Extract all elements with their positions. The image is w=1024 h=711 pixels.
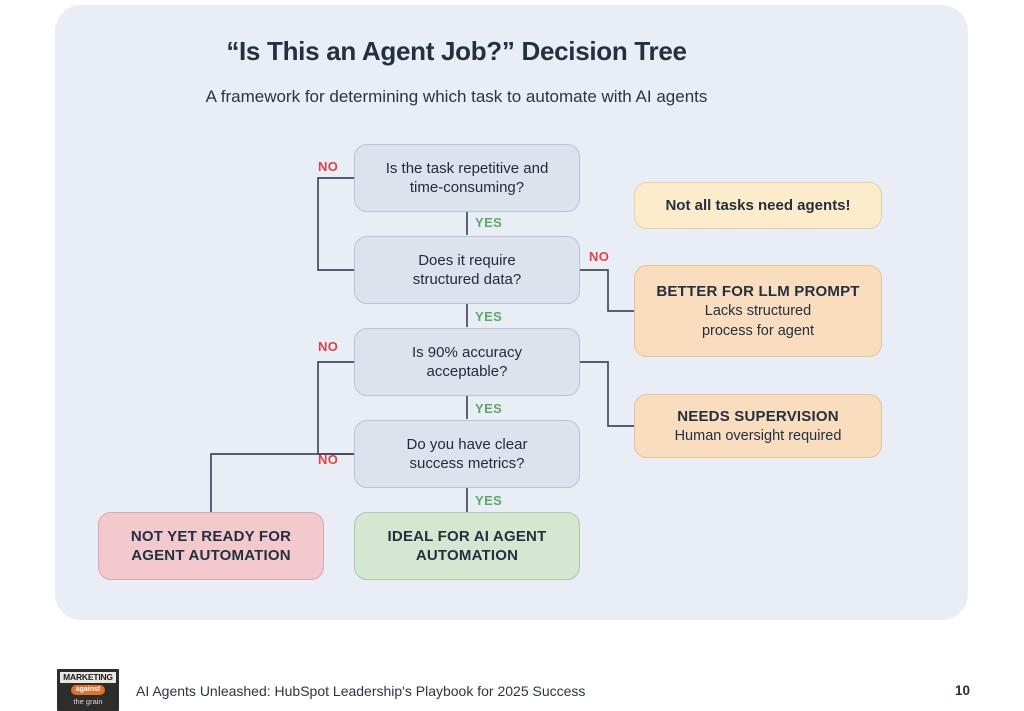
page-number: 10 bbox=[955, 683, 971, 698]
callout-not-all-tasks-label: Not all tasks need agents! bbox=[665, 196, 851, 214]
outcome-better-for-llm-prompt: BETTER FOR LLM PROMPT Lacks structured p… bbox=[634, 265, 882, 357]
page-title: “Is This an Agent Job?” Decision Tree bbox=[226, 36, 687, 66]
brand-logo: MARKETING against the grain bbox=[57, 669, 119, 711]
edge-label-yes-repetitive: YES bbox=[475, 215, 503, 230]
decision-node-success-metrics-line2: success metrics? bbox=[409, 455, 525, 472]
outcome-better-for-llm-prompt-sub1: Lacks structured bbox=[704, 303, 812, 320]
outcome-ideal-for-automation-line1: IDEAL FOR AI AGENT bbox=[387, 527, 547, 545]
outcome-needs-supervision-title: NEEDS SUPERVISION bbox=[677, 407, 839, 425]
outcome-needs-supervision-sub1: Human oversight required bbox=[674, 427, 842, 444]
edge-label-no-success-metrics: NO bbox=[318, 452, 339, 467]
decision-node-success-metrics[interactable]: Do you have clear success metrics? bbox=[354, 420, 580, 488]
outcome-not-yet-ready: NOT YET READY FOR AGENT AUTOMATION bbox=[98, 512, 324, 580]
outcome-better-for-llm-prompt-sub2: process for agent bbox=[701, 322, 815, 339]
decision-node-repetitive[interactable]: Is the task repetitive and time-consumin… bbox=[354, 144, 580, 212]
edge-label-no-accuracy: NO bbox=[318, 339, 339, 354]
edge-label-no-repetitive: NO bbox=[318, 159, 339, 174]
decision-node-repetitive-line2: time-consuming? bbox=[409, 179, 525, 196]
decision-node-structured-data-line1: Does it require bbox=[418, 251, 516, 269]
decision-node-structured-data-line2: structured data? bbox=[412, 271, 522, 288]
brand-logo-top-text: MARKETING bbox=[60, 672, 116, 683]
brand-logo-mid-text: against bbox=[71, 685, 105, 695]
decision-node-accuracy-line2: acceptable? bbox=[426, 363, 508, 380]
outcome-not-yet-ready-line1: NOT YET READY FOR bbox=[130, 527, 292, 545]
edge-label-yes-structured-data: YES bbox=[475, 309, 503, 324]
decision-node-accuracy[interactable]: Is 90% accuracy acceptable? bbox=[354, 328, 580, 396]
outcome-ideal-for-automation-line2: AUTOMATION bbox=[415, 547, 519, 564]
callout-not-all-tasks: Not all tasks need agents! bbox=[634, 182, 882, 229]
edge-label-yes-success-metrics: YES bbox=[475, 493, 503, 508]
edge-label-no-structured-data: NO bbox=[589, 249, 610, 264]
brand-logo-bottom-text: the grain bbox=[73, 697, 103, 706]
footer-deck-title: AI Agents Unleashed: HubSpot Leadership'… bbox=[136, 683, 586, 699]
decision-node-success-metrics-line1: Do you have clear bbox=[406, 435, 528, 453]
page-subtitle: A framework for determining which task t… bbox=[205, 87, 708, 106]
decision-node-repetitive-line1: Is the task repetitive and bbox=[385, 159, 549, 177]
decision-node-structured-data[interactable]: Does it require structured data? bbox=[354, 236, 580, 304]
outcome-not-yet-ready-line2: AGENT AUTOMATION bbox=[131, 547, 291, 564]
edge-label-yes-accuracy: YES bbox=[475, 401, 503, 416]
decision-node-accuracy-line1: Is 90% accuracy bbox=[411, 343, 523, 361]
outcome-better-for-llm-prompt-title: BETTER FOR LLM PROMPT bbox=[656, 282, 860, 300]
outcome-ideal-for-automation: IDEAL FOR AI AGENT AUTOMATION bbox=[354, 512, 580, 580]
outcome-needs-supervision: NEEDS SUPERVISION Human oversight requir… bbox=[634, 394, 882, 458]
